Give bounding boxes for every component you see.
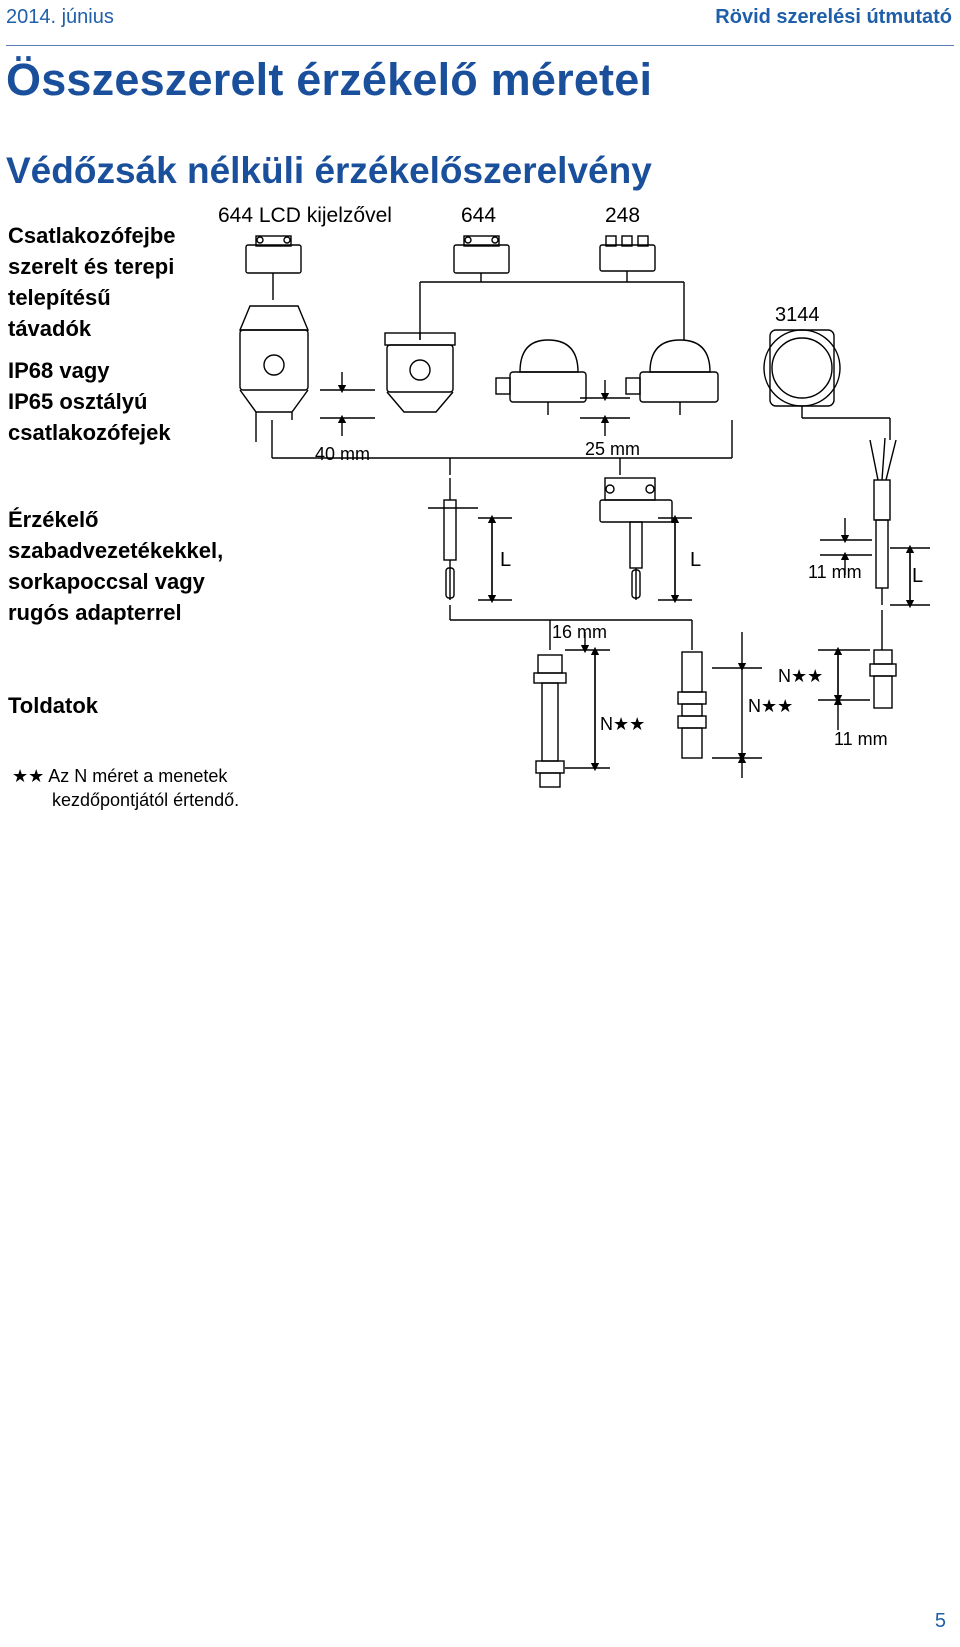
connection-head-3-icon bbox=[495, 339, 587, 415]
label-line: IP65 osztályú bbox=[8, 389, 148, 414]
extension-3-icon bbox=[869, 649, 897, 709]
label-transmitters: Csatlakozófejbe szerelt és terepi telepí… bbox=[8, 220, 176, 344]
transmitter-644-lcd-icon bbox=[245, 235, 302, 300]
dim-N-2: N★★ bbox=[748, 696, 793, 716]
dim-40mm: 40 mm bbox=[315, 444, 370, 464]
section-subtitle: Védőzsák nélküli érzékelőszerelvény bbox=[6, 150, 652, 191]
dim-16mm: 16 mm bbox=[552, 622, 607, 642]
label-line: szerelt és terepi bbox=[8, 254, 175, 279]
dim-L-2: L bbox=[690, 549, 701, 571]
dim-N-3: N★★ bbox=[778, 666, 823, 686]
label-248: 248 bbox=[605, 204, 640, 227]
label-heads: IP68 vagy IP65 osztályú csatlakozófejek bbox=[8, 355, 171, 448]
transmitter-3144-icon bbox=[763, 329, 891, 440]
transmitter-248-icon bbox=[599, 235, 656, 282]
label-644-lcd: 644 LCD kijelzővel bbox=[218, 204, 392, 227]
footnote-line-1: ★★ Az N méret a menetek bbox=[12, 766, 228, 786]
page-title: Összeszerelt érzékelő méretei bbox=[6, 54, 653, 105]
label-line: rugós adapterrel bbox=[8, 600, 182, 625]
connection-head-1-icon bbox=[238, 305, 310, 442]
connection-head-2-icon bbox=[384, 332, 456, 413]
header-rule bbox=[6, 45, 954, 46]
dim-L-1: L bbox=[500, 549, 511, 571]
label-extensions: Toldatok bbox=[8, 693, 99, 718]
footnote-line-2: kezdőpontjától értendő. bbox=[52, 790, 240, 810]
page-number: 5 bbox=[934, 1610, 946, 1632]
label-sensor: Érzékelő szabadvezetékekkel, sorkapoccsa… bbox=[8, 504, 223, 628]
extension-2-icon bbox=[677, 651, 707, 759]
dim-L-3: L bbox=[912, 565, 923, 587]
label-line: sorkapoccsal vagy bbox=[8, 569, 205, 594]
dim-11mm-a: 11 mm bbox=[808, 562, 862, 582]
dim-25mm: 25 mm bbox=[585, 439, 640, 459]
label-644: 644 bbox=[461, 204, 496, 227]
header-doc-title: Rövid szerelési útmutató bbox=[715, 6, 952, 28]
sensor-terminal-block-icon bbox=[599, 477, 673, 600]
label-line: távadók bbox=[8, 316, 92, 341]
sensor-leads-icon bbox=[428, 478, 478, 600]
sensor-spring-adapter-icon bbox=[869, 437, 897, 605]
connection-head-4-icon bbox=[625, 339, 719, 415]
label-line: telepítésű bbox=[8, 285, 111, 310]
label-line: csatlakozófejek bbox=[8, 420, 171, 445]
header-date: 2014. június bbox=[6, 6, 114, 28]
assembly-diagram: 644 LCD kijelzővel 644 248 3144 bbox=[218, 204, 930, 788]
extension-1-icon bbox=[533, 654, 567, 788]
transmitter-644-icon bbox=[453, 235, 510, 282]
footnote: ★★ Az N méret a menetek kezdőpontjától é… bbox=[12, 764, 239, 812]
label-line: Csatlakozófejbe bbox=[8, 223, 176, 248]
label-3144: 3144 bbox=[775, 304, 820, 326]
dim-N-1: N★★ bbox=[600, 714, 645, 734]
label-line: Érzékelő bbox=[8, 507, 99, 532]
label-line: szabadvezetékekkel, bbox=[8, 538, 224, 563]
label-line: IP68 vagy bbox=[8, 358, 110, 383]
dim-11mm-b: 11 mm bbox=[834, 729, 888, 749]
